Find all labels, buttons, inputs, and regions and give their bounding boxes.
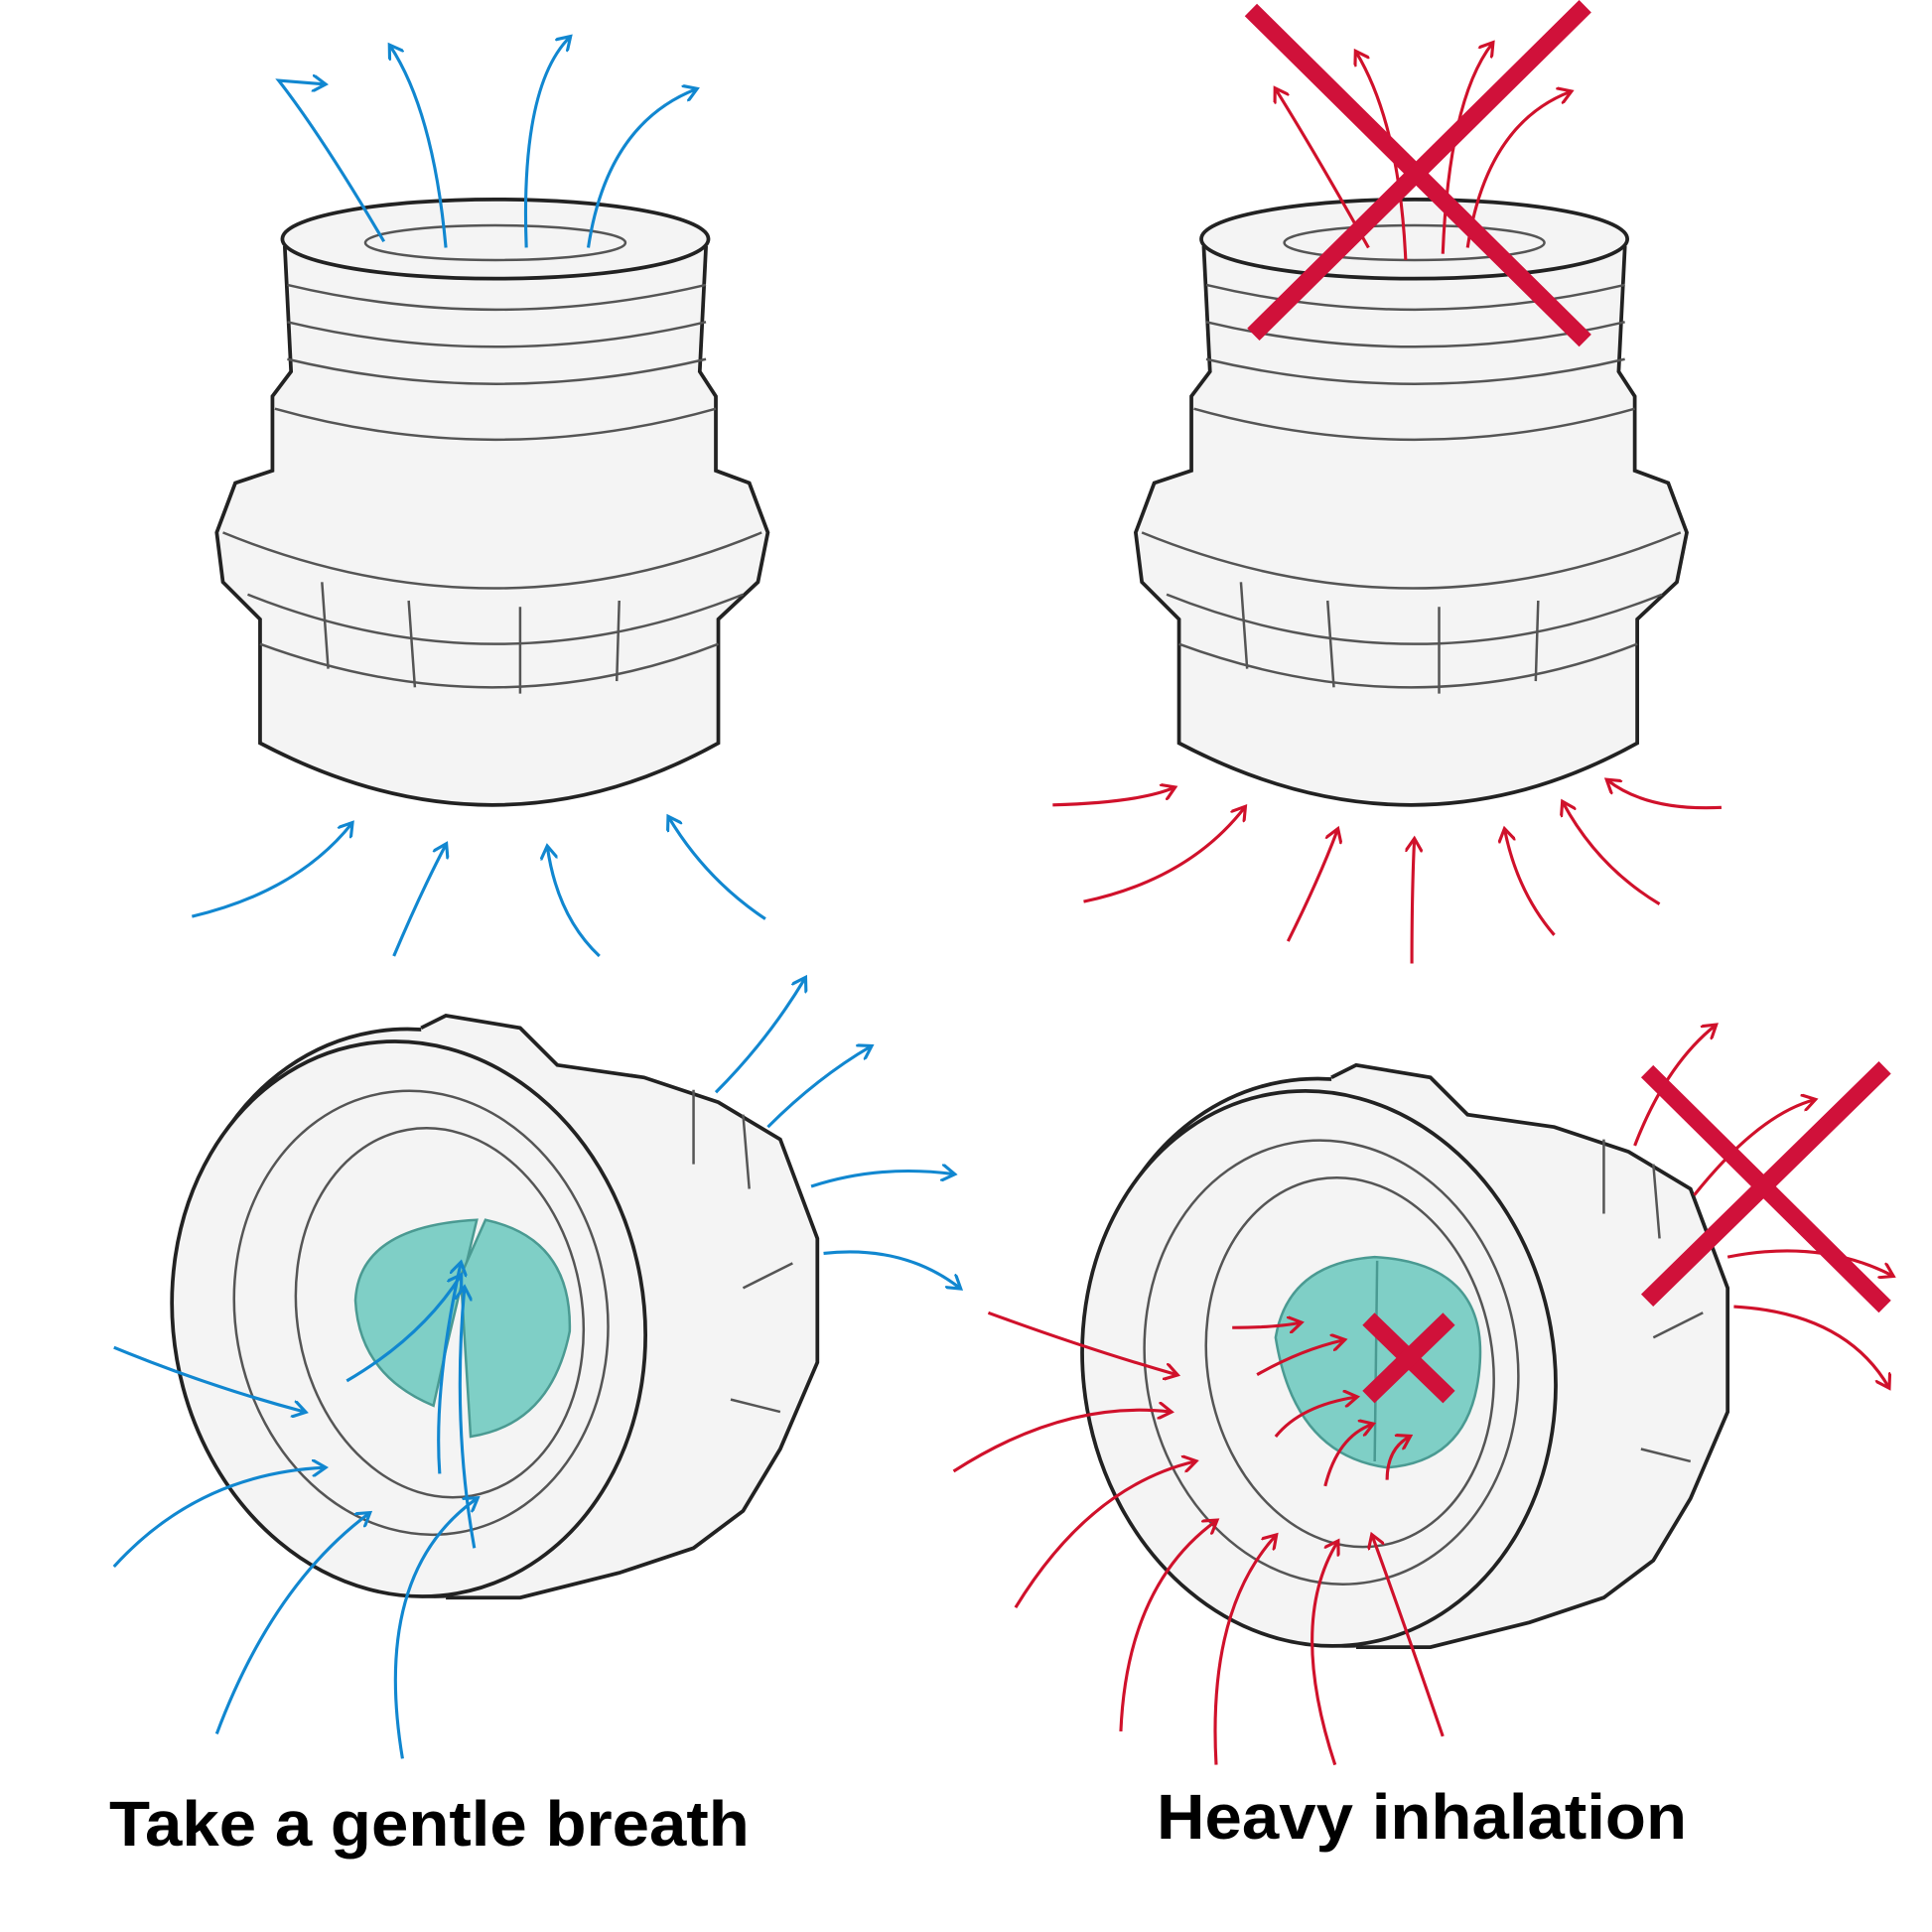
fitting-top-right — [1134, 197, 1689, 807]
gentle-flow-through-arrows — [112, 978, 960, 1759]
cross-mark-valve — [1362, 1312, 1455, 1404]
caption-gentle-breath: Take a gentle breath — [109, 1788, 750, 1860]
caption-heavy-inhalation: Heavy inhalation — [1157, 1781, 1688, 1853]
gentle-exhaust-arrows — [275, 37, 696, 248]
cross-mark-bottom — [1640, 1061, 1891, 1313]
heavy-flow-through-arrows — [952, 1026, 1893, 1766]
fitting-top-left — [214, 197, 770, 807]
valve-open — [353, 1218, 572, 1439]
cross-mark-top — [1244, 0, 1591, 347]
heavy-intake-arrows — [1052, 780, 1723, 964]
gentle-intake-arrows — [191, 817, 766, 958]
